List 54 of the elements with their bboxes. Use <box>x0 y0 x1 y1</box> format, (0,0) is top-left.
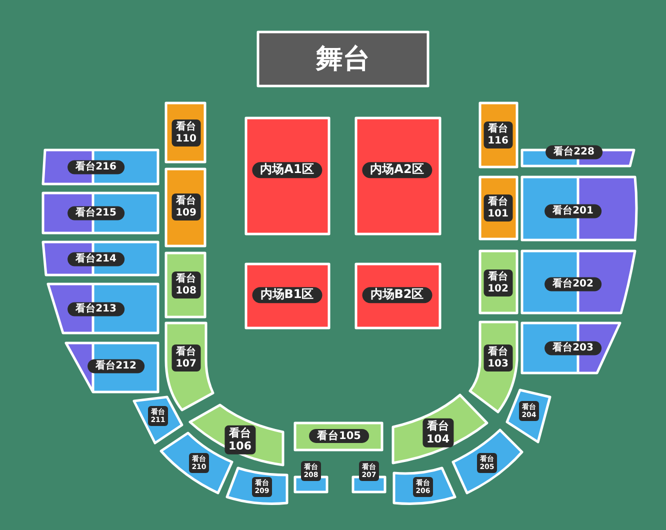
seating-section <box>478 249 519 315</box>
seating-section <box>164 321 215 412</box>
section-label: 看台201 <box>544 204 602 218</box>
seating-section <box>41 148 160 186</box>
seating-section <box>351 460 387 494</box>
section-label: 内场B2区 <box>362 287 432 303</box>
seating-section <box>293 460 329 494</box>
section-label: 看台212 <box>88 359 144 373</box>
section-label: 看台216 <box>68 160 124 174</box>
section-label: 看台102 <box>484 270 512 296</box>
section-label: 看台110 <box>172 120 200 146</box>
seating-section <box>505 388 552 444</box>
section-label: 看台103 <box>484 344 512 372</box>
section-label: 看台104 <box>422 418 454 448</box>
section-label: 看台213 <box>68 302 124 316</box>
section-label: 看台107 <box>172 344 200 372</box>
section-label: 看台116 <box>484 122 512 148</box>
seating-section <box>451 428 524 495</box>
floor-section <box>244 262 331 330</box>
seating-section <box>164 101 207 164</box>
section-label: 看台101 <box>484 194 512 222</box>
seating-section <box>41 240 160 277</box>
section-label: 看台202 <box>544 277 602 291</box>
seating-section <box>520 249 637 315</box>
seating-section <box>225 466 289 506</box>
section-label: 看台203 <box>544 341 602 355</box>
seating-section <box>520 143 636 168</box>
seating-section <box>520 175 638 242</box>
seating-section <box>478 101 519 169</box>
seating-section <box>164 167 207 248</box>
floor-section <box>354 262 442 330</box>
seating-section <box>478 175 519 241</box>
seating-section <box>392 466 457 506</box>
section-label: 看台106 <box>224 425 256 455</box>
seating-section <box>46 282 160 335</box>
stage-label: 舞台 <box>316 43 370 75</box>
seating-section <box>520 321 622 375</box>
section-label: 内场A2区 <box>362 162 432 178</box>
section-label: 看台215 <box>68 206 124 220</box>
seating-section <box>132 395 184 445</box>
floor-section <box>244 116 331 236</box>
section-label: 看台214 <box>68 252 124 266</box>
section-label: 看台109 <box>172 194 200 220</box>
section-label: 内场A1区 <box>252 162 322 178</box>
seating-section <box>164 251 207 319</box>
floor-section <box>354 116 442 236</box>
seating-section <box>41 191 160 235</box>
seating-section <box>64 341 160 394</box>
section-label: 看台228 <box>546 145 602 159</box>
seating-section <box>293 421 384 452</box>
stage-box <box>256 30 430 88</box>
section-label: 看台108 <box>172 272 200 298</box>
section-label: 内场B1区 <box>252 287 322 303</box>
seating-section <box>468 320 519 414</box>
